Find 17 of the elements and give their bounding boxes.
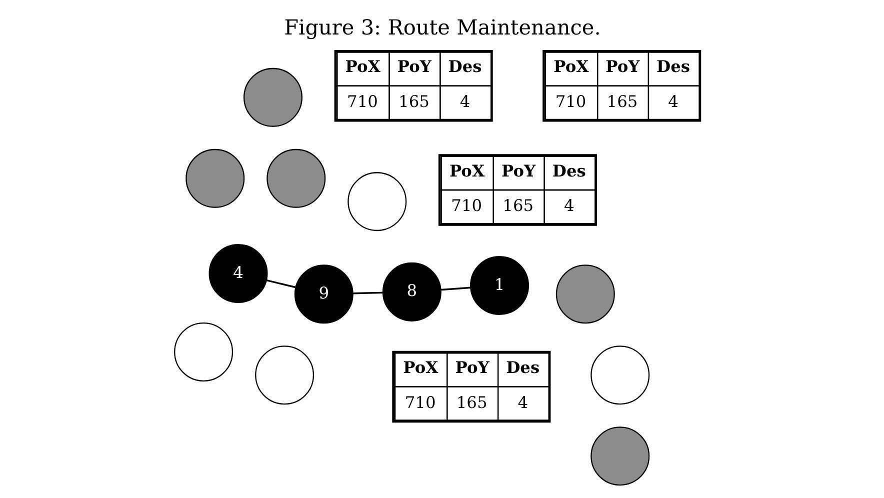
diagram-title: Figure 3: Route Maintenance. bbox=[284, 15, 600, 40]
connector bbox=[266, 280, 296, 288]
node-circle: 9 bbox=[294, 264, 353, 324]
connector bbox=[352, 292, 382, 294]
node-circle bbox=[242, 68, 302, 127]
node-circle bbox=[590, 346, 650, 405]
node-circle bbox=[266, 148, 326, 208]
node-circle bbox=[174, 322, 233, 382]
node-circle bbox=[185, 148, 244, 208]
node-circle: 4 bbox=[208, 244, 268, 303]
node-circle bbox=[254, 346, 314, 405]
node-circle: 8 bbox=[382, 262, 441, 322]
connector bbox=[440, 286, 470, 291]
node-circle: 1 bbox=[470, 256, 529, 315]
node-circle bbox=[590, 426, 650, 486]
node-circle bbox=[555, 264, 614, 324]
node-circle bbox=[347, 172, 406, 232]
